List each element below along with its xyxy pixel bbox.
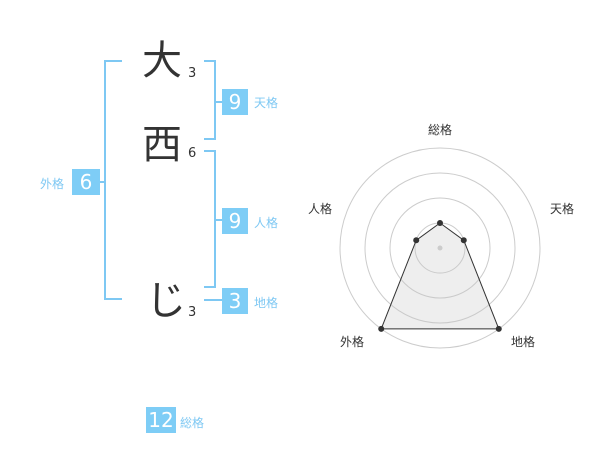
radar-polygon <box>380 222 500 330</box>
jinkaku-label: 人格 <box>254 216 279 230</box>
name-char-2: 西 <box>142 122 182 168</box>
gaikaku-badge: 6 <box>72 169 100 195</box>
chikaku-connector <box>204 299 222 301</box>
radar-label-gaikaku: 外格 <box>340 335 365 349</box>
chikaku-badge: 3 <box>222 288 248 314</box>
jinkaku-badge: 9 <box>222 208 248 234</box>
radar-point-3 <box>378 325 385 332</box>
name-char-3: じ <box>146 278 186 324</box>
name-char-3-strokes: 3 <box>188 305 197 320</box>
radar-label-tenkaku: 天格 <box>550 202 575 216</box>
tenkaku-bracket <box>204 60 216 140</box>
chikaku-label: 地格 <box>254 296 279 310</box>
name-char-1-strokes: 3 <box>188 66 197 81</box>
tenkaku-connector <box>214 101 222 103</box>
name-char-1: 大 <box>142 38 182 84</box>
soukaku-badge: 12 <box>146 407 176 433</box>
radar-ring-3 <box>364 172 516 324</box>
jinkaku-connector <box>214 219 222 221</box>
gaikaku-connector <box>96 181 106 183</box>
tenkaku-badge: 9 <box>222 89 248 115</box>
name-char-2-strokes: 6 <box>188 146 197 161</box>
radar-center <box>437 245 443 251</box>
radar-ring-4 <box>339 147 541 349</box>
gaikaku-label: 外格 <box>40 177 65 191</box>
tenkaku-label: 天格 <box>254 96 279 110</box>
soukaku-label: 総格 <box>180 416 205 430</box>
gaikaku-bracket <box>104 60 122 300</box>
radar-label-jinkaku: 人格 <box>308 202 333 216</box>
radar-label-chikaku: 地格 <box>511 335 536 349</box>
radar-point-0 <box>437 220 443 226</box>
radar-point-4 <box>413 237 420 244</box>
radar-ring-2 <box>389 197 491 299</box>
radar-point-2 <box>495 325 502 332</box>
radar-point-1 <box>460 237 467 244</box>
radar-label-soukaku: 総格 <box>428 123 453 137</box>
